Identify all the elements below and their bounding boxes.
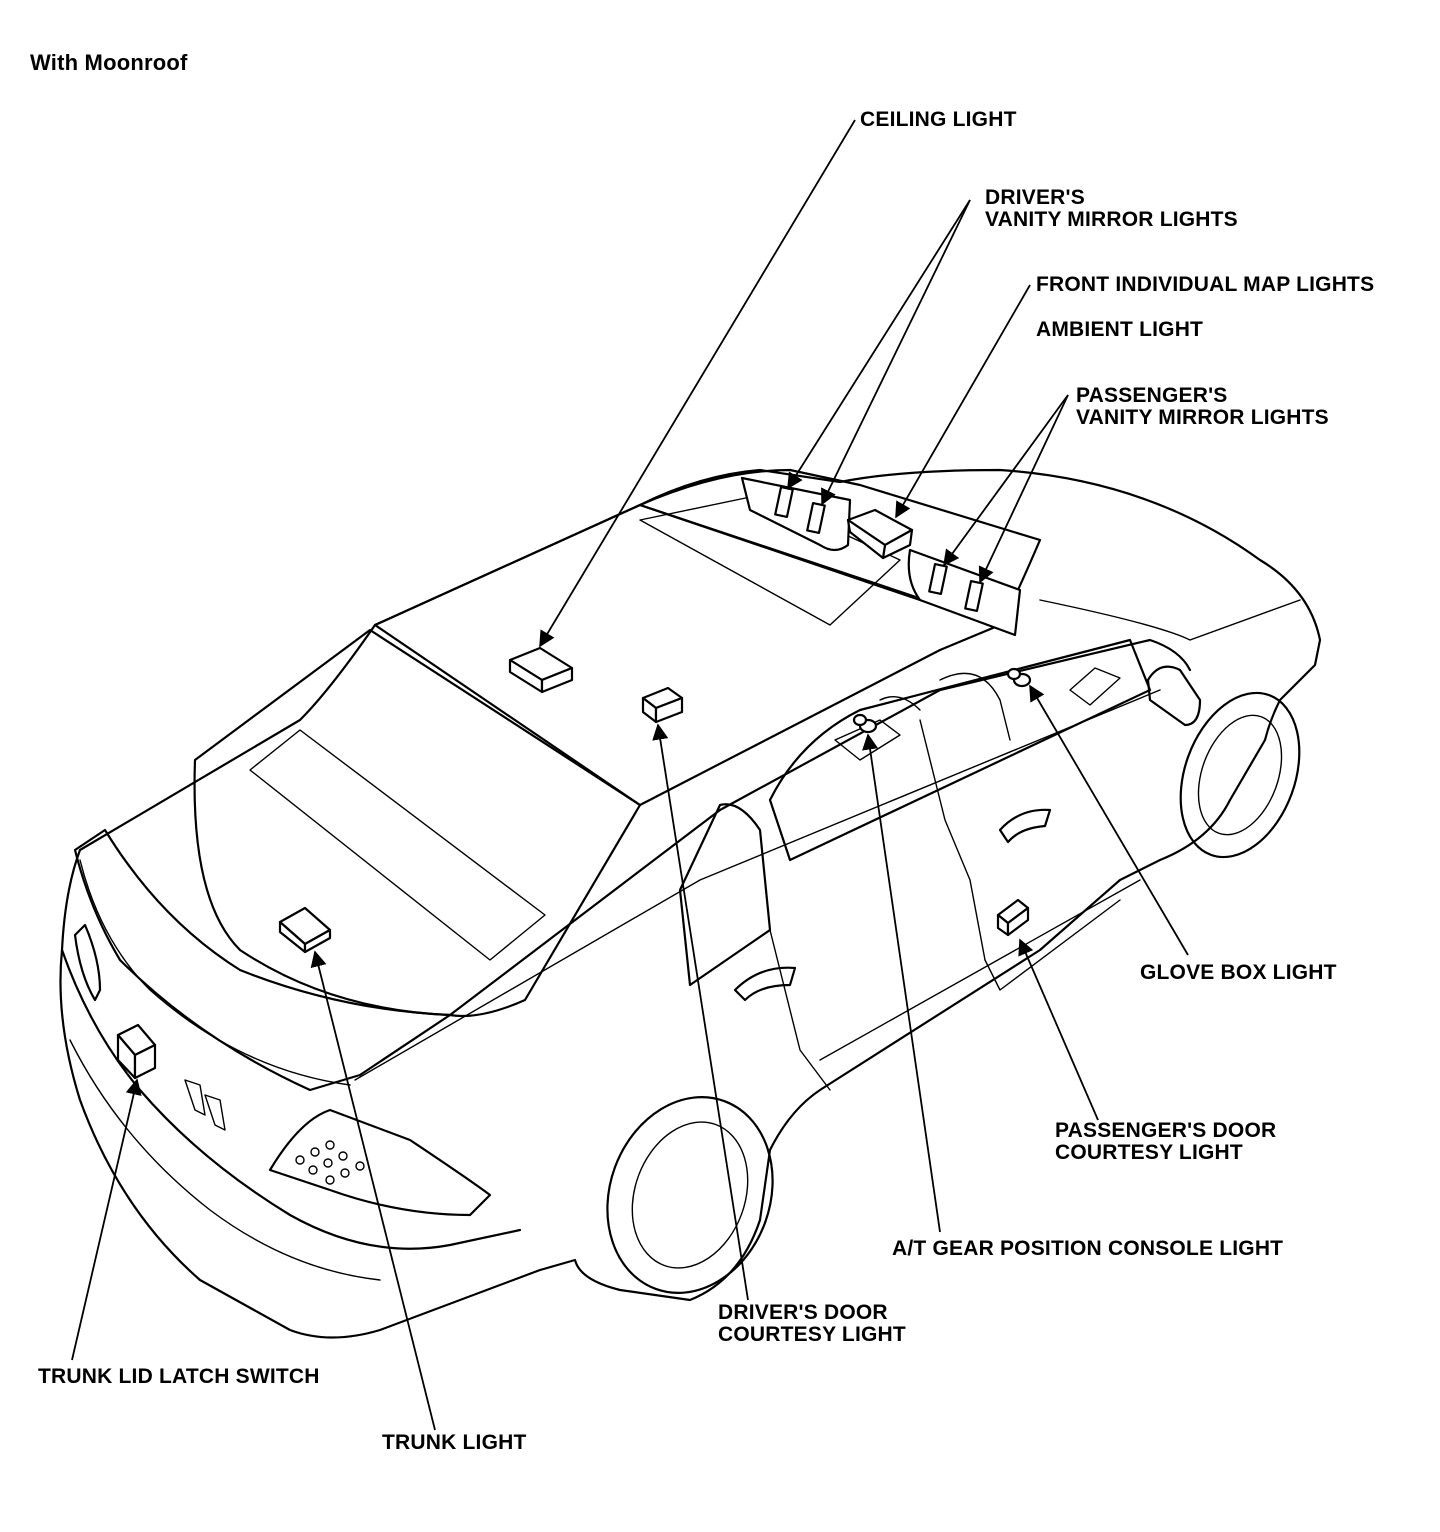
tail-light-dots xyxy=(295,1140,365,1185)
leader-lines xyxy=(71,119,1189,1431)
leader-drivers-door-light xyxy=(652,723,749,1301)
label-drivers-door-line1: DRIVER'S DOOR xyxy=(718,1301,888,1324)
rear-window xyxy=(193,628,642,1018)
passenger-vanity-light-right xyxy=(964,579,984,613)
front-door-seam xyxy=(984,899,1121,991)
hood-edge xyxy=(1039,599,1301,641)
rear-wheel xyxy=(606,1096,774,1294)
left-tail-light xyxy=(73,923,102,1002)
beltline xyxy=(448,638,1192,1017)
leader-passenger-vanity-a xyxy=(943,394,1069,567)
passenger-sun-visor xyxy=(907,548,1022,637)
label-ambient-light: AMBIENT LIGHT xyxy=(1036,318,1204,341)
rear-defroster-area xyxy=(249,729,546,961)
side-mirror xyxy=(1146,665,1202,727)
glove-box-lid xyxy=(1069,667,1121,706)
map-light-console xyxy=(846,508,914,560)
roof-panel xyxy=(373,503,1002,807)
label-trunk-light: TRUNK LIGHT xyxy=(382,1431,527,1454)
leader-driver-vanity-b xyxy=(821,199,971,506)
leader-at-gear-console xyxy=(862,733,941,1233)
leader-ceiling-light xyxy=(539,119,856,648)
drivers-door-courtesy-light-unit xyxy=(641,686,684,724)
trunk-lid-edge xyxy=(79,859,351,1086)
moonroof-glass xyxy=(639,494,901,626)
leader-passengers-door-light xyxy=(1018,938,1099,1121)
passenger-vanity-light-left xyxy=(928,562,948,596)
car-silhouette xyxy=(59,468,1322,1339)
rear-reflector-right xyxy=(204,1094,226,1131)
trunk-light-unit xyxy=(278,906,332,954)
leader-trunk-lid-latch xyxy=(71,1078,142,1361)
label-passengers-door-line1: PASSENGER'S DOOR xyxy=(1055,1119,1277,1142)
leader-trunk-light xyxy=(310,950,436,1431)
rocker-panel xyxy=(819,879,1141,1061)
rear-door-window xyxy=(678,803,772,987)
trunk-lid-latch-switch-unit xyxy=(116,1023,157,1080)
label-passengers-door-line2: COURTESY LIGHT xyxy=(1055,1141,1243,1164)
front-wheel xyxy=(1179,691,1301,859)
label-passengers-vanity-line2: VANITY MIRROR LIGHTS xyxy=(1076,406,1329,429)
b-pillar xyxy=(919,719,986,961)
label-drivers-vanity-line2: VANITY MIRROR LIGHTS xyxy=(985,208,1238,231)
leader-passenger-vanity-b xyxy=(978,394,1069,584)
label-front-map-lights: FRONT INDIVIDUAL MAP LIGHTS xyxy=(1036,273,1375,296)
label-drivers-vanity-line1: DRIVER'S xyxy=(985,186,1085,209)
label-at-gear-console-light: A/T GEAR POSITION CONSOLE LIGHT xyxy=(892,1237,1284,1260)
rear-bumper-lower xyxy=(69,1039,381,1281)
label-passengers-vanity-line1: PASSENGER'S xyxy=(1076,384,1228,407)
label-trunk-lid-latch-switch: TRUNK LID LATCH SWITCH xyxy=(38,1365,320,1388)
glove-box-light-unit xyxy=(1006,667,1032,688)
rear-door-handle xyxy=(733,966,797,1002)
label-glove-box-light: GLOVE BOX LIGHT xyxy=(1140,961,1337,984)
rear-door-seam xyxy=(769,929,831,1091)
diagram-title: With Moonroof xyxy=(30,50,188,75)
front-door-window xyxy=(768,638,1152,862)
driver-sun-visor xyxy=(740,476,852,552)
leader-driver-vanity-a xyxy=(787,199,971,490)
passengers-door-courtesy-light-unit xyxy=(996,898,1030,937)
car-body-outline xyxy=(59,468,1322,1339)
driver-vanity-light-right xyxy=(806,501,826,535)
at-gear-console-light-unit xyxy=(852,713,878,734)
rear-reflector-left xyxy=(184,1079,206,1116)
front-door-handle xyxy=(998,808,1052,844)
driver-vanity-light-left xyxy=(774,485,794,519)
ceiling-light-unit xyxy=(508,646,574,694)
label-ceiling-light: CEILING LIGHT xyxy=(860,108,1017,131)
interior-seat xyxy=(879,672,1011,741)
label-drivers-door-line2: COURTESY LIGHT xyxy=(718,1323,906,1346)
right-tail-light xyxy=(268,1108,492,1217)
leader-glove-box-light xyxy=(1029,684,1189,956)
side-crease xyxy=(354,689,1161,1081)
rear-bumper xyxy=(60,948,522,1250)
leader-front-map-lights xyxy=(895,284,1031,519)
